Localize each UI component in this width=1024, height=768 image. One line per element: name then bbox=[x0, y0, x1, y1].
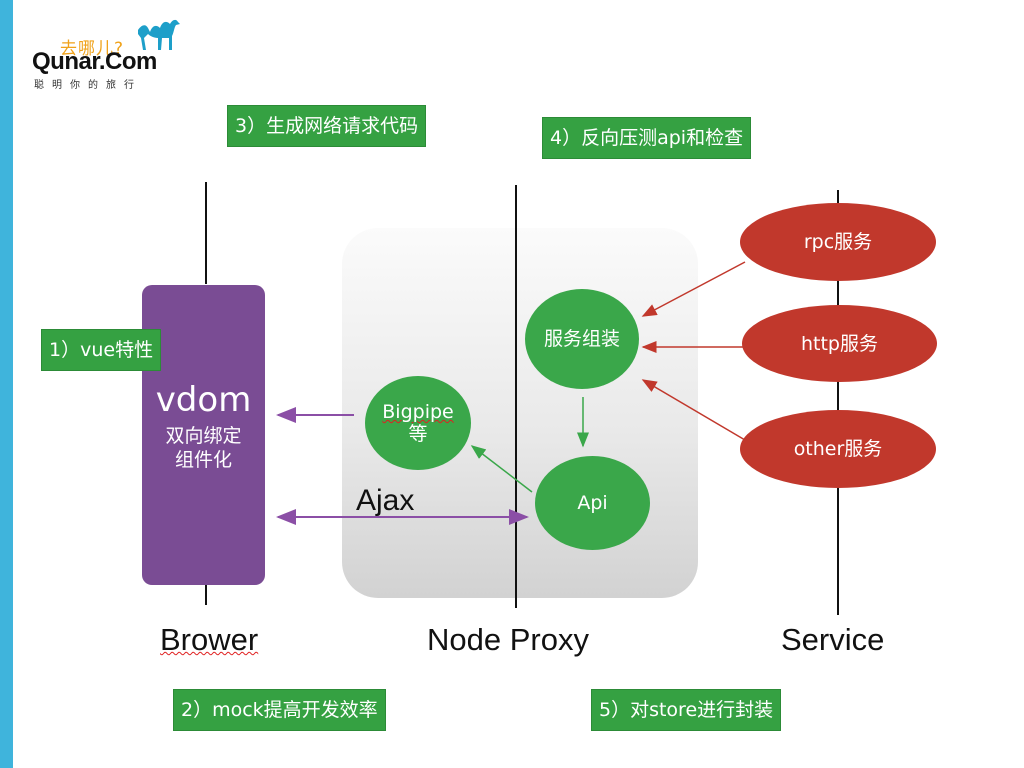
sidebar-accent-bar bbox=[0, 0, 13, 768]
vdom-feature-binding: 双向绑定 bbox=[165, 425, 242, 447]
camel-icon bbox=[138, 19, 180, 50]
arrow-api-to-bigpipe bbox=[470, 445, 533, 493]
browser-lifeline-bottom bbox=[205, 585, 207, 605]
logo-brand-text: Qunar.Com bbox=[32, 48, 157, 75]
vdom-feature-component: 组件化 bbox=[174, 449, 232, 471]
ajax-label: Ajax bbox=[356, 484, 415, 517]
arrow-rpc-to-assemble bbox=[641, 261, 746, 317]
browser-vdom-box bbox=[142, 285, 265, 585]
http-service-node: http服务 bbox=[742, 305, 937, 382]
bigpipe-etc-label: 等 bbox=[408, 423, 428, 445]
arrow-other-to-assemble bbox=[641, 379, 746, 441]
node-proxy-column-label: Node Proxy bbox=[427, 622, 589, 657]
other-service-node: other服务 bbox=[740, 410, 936, 488]
browser-lifeline-top bbox=[205, 182, 207, 284]
bigpipe-node: Bigpipe 等 bbox=[365, 376, 471, 470]
step4-tag: 4）反向压测api和检查 bbox=[543, 118, 751, 158]
browser-column-label: Brower bbox=[160, 622, 259, 657]
service-assemble-label: 服务组装 bbox=[543, 328, 620, 350]
qunar-logo: 去哪儿? Qunar.Com 聪明你的旅行 bbox=[30, 12, 190, 91]
other-service-label: other服务 bbox=[793, 438, 883, 460]
step2-tag: 2）mock提高开发效率 bbox=[174, 690, 385, 730]
step3-tag: 3）生成网络请求代码 bbox=[228, 106, 426, 146]
vdom-title: vdom bbox=[155, 380, 252, 420]
step5-tag: 5）对store进行封装 bbox=[592, 690, 781, 730]
http-service-label: http服务 bbox=[800, 332, 878, 355]
proxy-lifeline bbox=[515, 185, 517, 608]
logo-chinese-text: 去哪儿? bbox=[60, 39, 125, 59]
rpc-service-label: rpc服务 bbox=[803, 231, 873, 253]
service-column-label: Service bbox=[781, 622, 885, 657]
vdom-features: 双向绑定 组件化 bbox=[142, 424, 265, 472]
api-node: Api bbox=[535, 456, 650, 550]
step1-tag: 1）vue特性 bbox=[42, 330, 161, 370]
logo-slogan: 聪明你的旅行 bbox=[34, 80, 142, 91]
api-label: Api bbox=[577, 492, 608, 514]
rpc-service-node: rpc服务 bbox=[740, 203, 936, 281]
service-lifeline bbox=[837, 190, 839, 615]
service-assemble-node: 服务组装 bbox=[525, 289, 639, 389]
bigpipe-label: Bigpipe bbox=[382, 401, 454, 423]
